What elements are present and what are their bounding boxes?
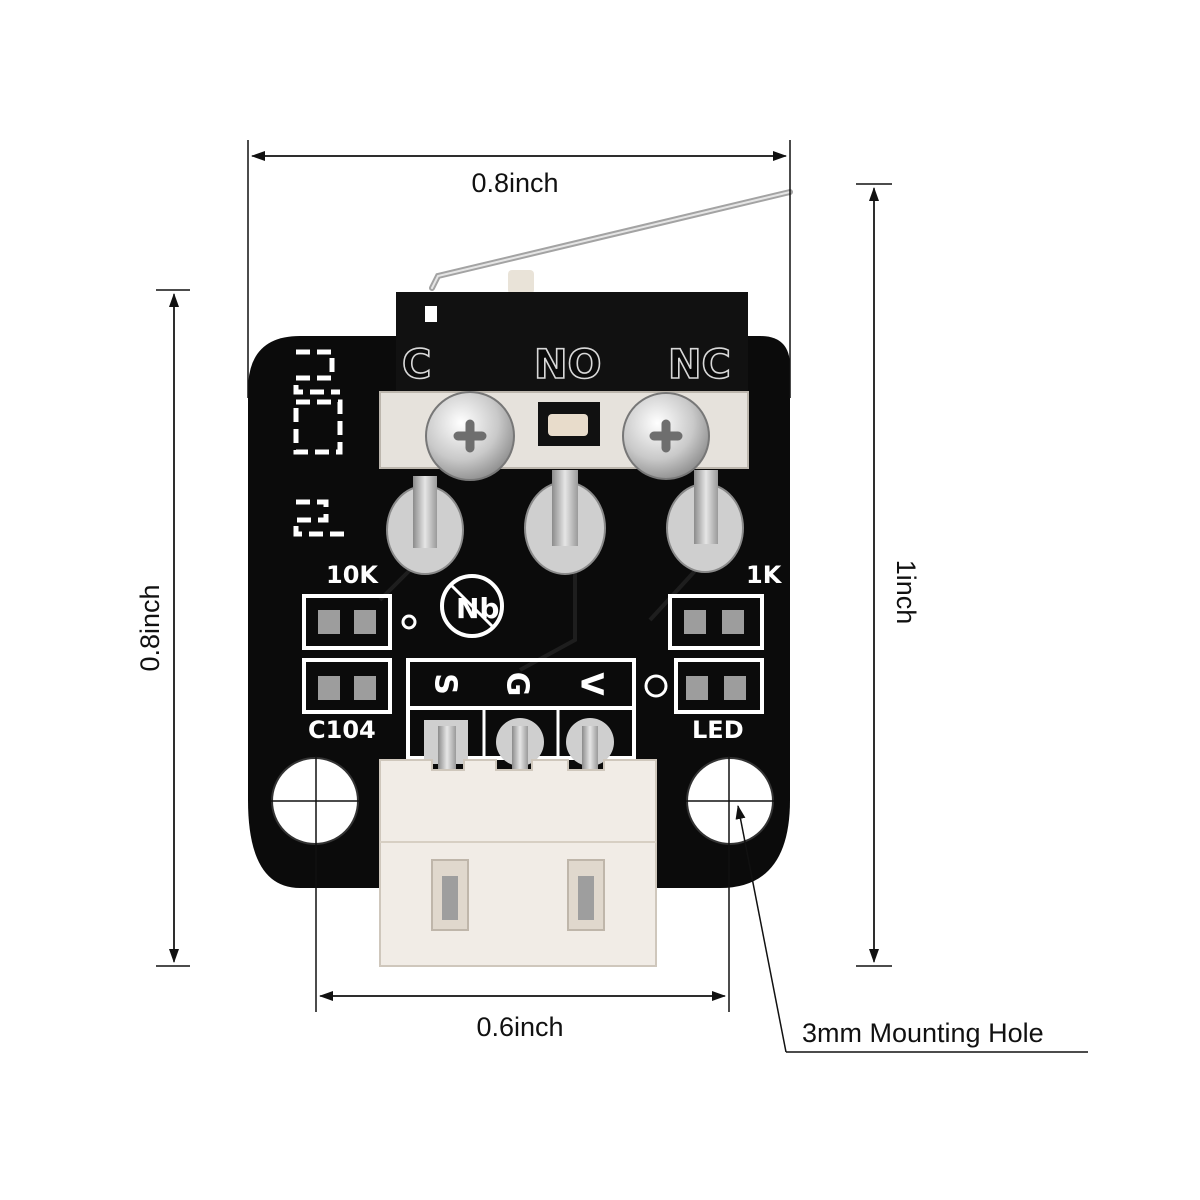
dimension-top-width: 0.8inch (247, 140, 791, 398)
switch-body (396, 292, 748, 396)
header-s-label: S (428, 673, 463, 695)
jst-connector (379, 759, 657, 967)
dimension-bottom-label: 0.6inch (476, 1012, 563, 1042)
resistor-left-label: 10K (326, 561, 379, 589)
resistor-1k-pads (668, 594, 764, 650)
capacitor-c104-pads (302, 658, 392, 714)
switch-pin-no-label: NO (534, 342, 601, 388)
dimension-right-height: 1inch (856, 183, 921, 967)
silkscreen-logo (293, 349, 350, 537)
dimension-bottom-width: 0.6inch (270, 756, 774, 1042)
dimension-left-height: 0.8inch (135, 289, 190, 967)
micro-switch: C NO NC (379, 189, 793, 575)
capacitor-label: C104 (308, 716, 376, 744)
screw-right (622, 392, 710, 480)
dimension-right-label: 1inch (891, 560, 921, 625)
resistor-right-label: 1K (746, 561, 783, 589)
nb-logo: Nb (440, 574, 504, 638)
header-solder-joints (424, 718, 614, 776)
led-label: LED (692, 716, 744, 744)
led-pads (644, 658, 764, 714)
header-g-label: G (500, 672, 535, 697)
header-v-label: V (574, 672, 609, 696)
resistor-10k-pads (302, 594, 417, 650)
hole-callout: 3mm Mounting Hole (735, 805, 1088, 1053)
switch-solder-pads (386, 470, 744, 575)
screw-left (425, 391, 515, 481)
switch-pin-c-label: C (402, 342, 431, 388)
hole-callout-label: 3mm Mounting Hole (802, 1018, 1044, 1048)
dimension-left-label: 0.8inch (135, 584, 165, 671)
switch-pin-nc-label: NC (668, 342, 731, 388)
dimension-top-label: 0.8inch (471, 168, 558, 198)
